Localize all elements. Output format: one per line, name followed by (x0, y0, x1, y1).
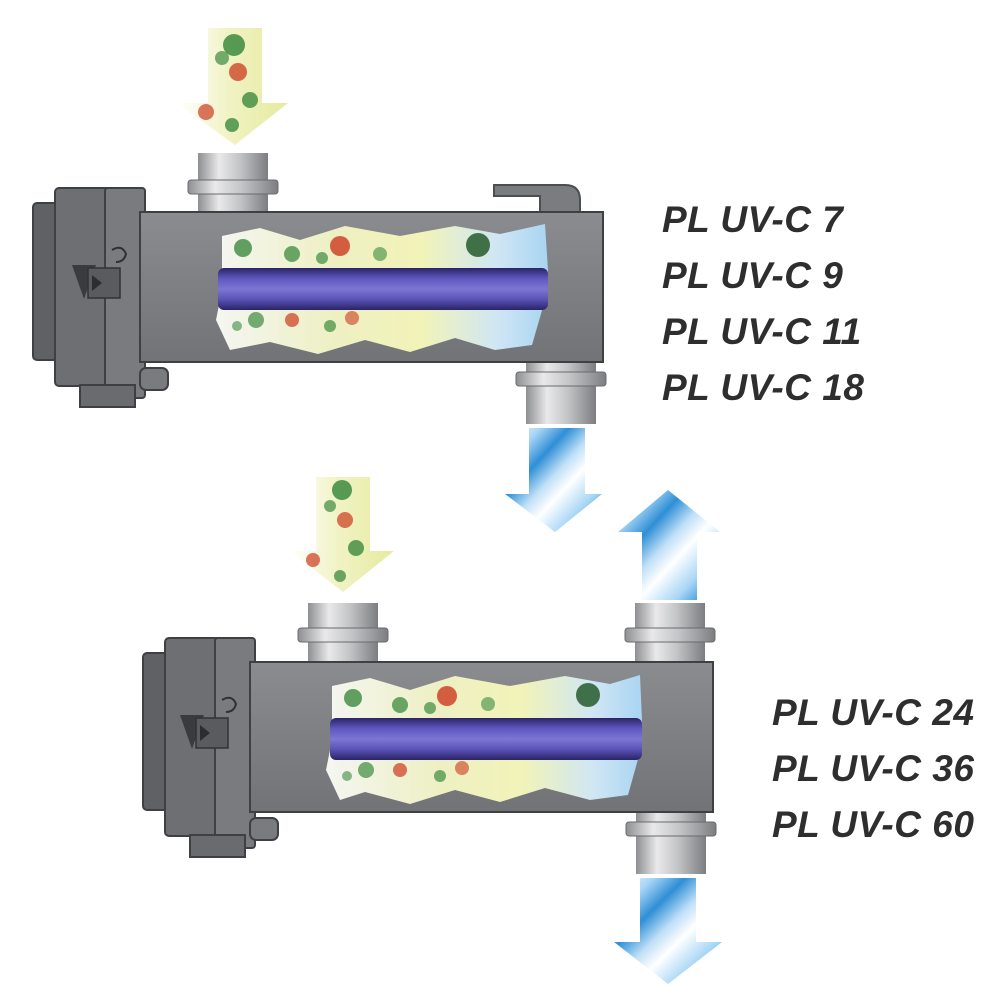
upper-outlet-fitting (624, 603, 716, 663)
model-label: PL UV-C 9 (662, 255, 844, 296)
upward-arrow-icon (618, 490, 720, 600)
inlet-fitting (187, 153, 279, 213)
model-label: PL UV-C 11 (662, 311, 862, 352)
model-label: PL UV-C 36 (772, 748, 975, 789)
mounting-clip (493, 184, 581, 213)
algae-cluster (342, 683, 600, 782)
model-label: PL UV-C 7 (662, 199, 844, 240)
end-cap (142, 637, 279, 858)
downward-arrow-icon (505, 428, 602, 532)
lamp-tube-icon (218, 268, 548, 310)
end-cap (32, 187, 169, 408)
uvc-unit-small (32, 28, 607, 532)
downward-arrow-icon (177, 28, 288, 145)
model-label: PL UV-C 60 (772, 804, 975, 845)
algae-cluster (232, 233, 490, 332)
model-list-small: PL UV-C 7 PL UV-C 9 PL UV-C 11 PL UV-C 1… (662, 192, 864, 416)
model-label: PL UV-C 18 (662, 367, 865, 408)
uvc-unit-large (142, 477, 722, 984)
lower-outlet-fitting (625, 812, 717, 874)
inlet-fitting (297, 603, 389, 663)
downward-arrow-icon (614, 878, 722, 984)
lamp-tube-icon (330, 718, 642, 760)
model-list-large: PL UV-C 24 PL UV-C 36 PL UV-C 60 (772, 685, 974, 853)
outlet-fitting (515, 362, 607, 424)
downward-arrow-icon (290, 477, 394, 592)
model-label: PL UV-C 24 (772, 692, 975, 733)
